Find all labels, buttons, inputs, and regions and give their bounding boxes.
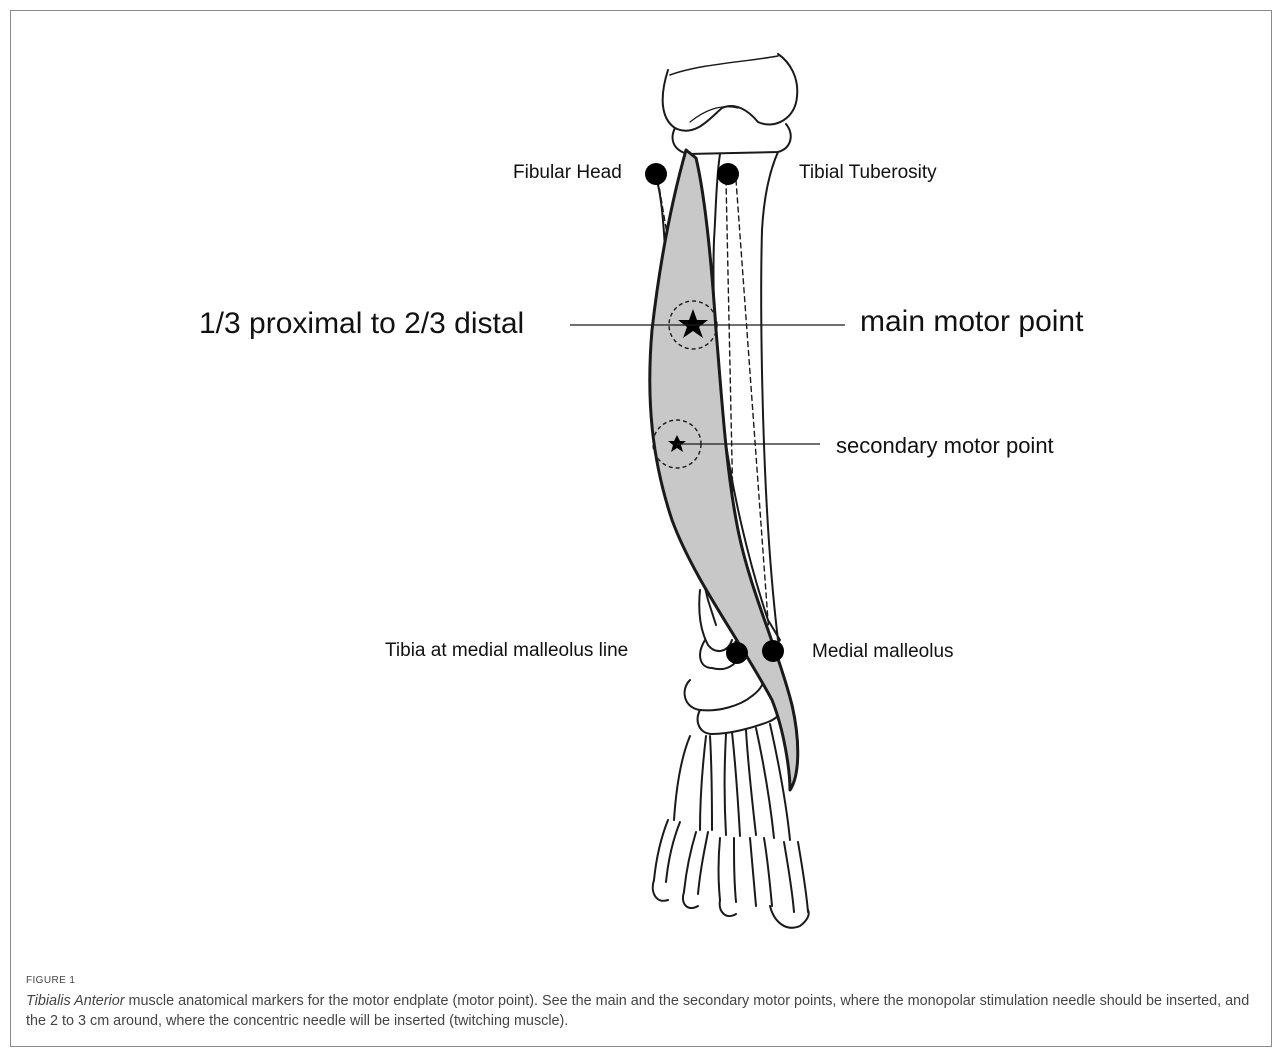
tibial-tuberosity-label: Tibial Tuberosity (799, 162, 937, 184)
figure-number: FIGURE 1 (26, 975, 1256, 986)
phalanges (654, 820, 680, 882)
tibial-plateau (673, 124, 791, 154)
tibial-tuberosity-marker (717, 163, 739, 185)
proximal-distal-label: 1/3 proximal to 2/3 distal (199, 307, 524, 341)
tibialis-anterior-muscle (650, 150, 798, 790)
caption-body: muscle anatomical markers for the motor … (26, 993, 1249, 1029)
secondary-motor-point-label: secondary motor point (836, 433, 1054, 459)
main-motor-point-label: main motor point (860, 305, 1083, 339)
tibia-medial-malleolus-line-label: Tibia at medial malleolus line (385, 640, 628, 662)
femur-condyles (663, 54, 798, 131)
caption-muscle-name: Tibialis Anterior (26, 993, 125, 1009)
medial-malleolus-label: Medial malleolus (812, 641, 954, 663)
fibular-head-label: Fibular Head (513, 162, 622, 184)
metatarsals (674, 736, 690, 820)
tibia-medial-malleolus-marker (726, 642, 748, 664)
medial-malleolus-marker (762, 640, 784, 662)
caption-text: Tibialis Anterior muscle anatomical mark… (26, 991, 1256, 1031)
figure-caption: FIGURE 1 Tibialis Anterior muscle anatom… (26, 975, 1256, 1031)
fibular-head-marker (645, 163, 667, 185)
